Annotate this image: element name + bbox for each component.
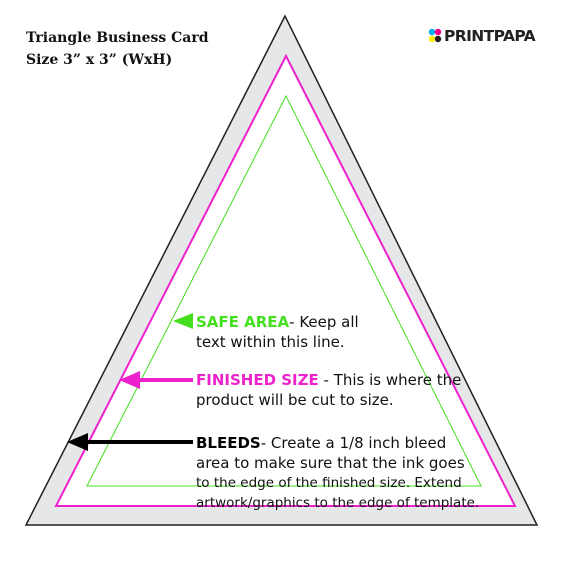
finished-size-arrow-icon [119,371,193,389]
bleeds-text-1: - Create a 1/8 inch bleed [260,434,447,452]
finished-size-triangle [54,53,517,507]
bleeds-text-3: to the edge of the finished size. Extend [196,475,462,491]
safe-area-arrow-icon [173,313,193,329]
bleeds-label: BLEEDS [196,434,261,452]
finished-size-text-1: - This is where the [318,371,462,389]
safe-area-label: SAFE AREA [196,313,290,331]
finished-size-text-2: product will be cut to size. [196,391,394,409]
safe-area-triangle [86,94,482,487]
printpapa-logo: PRINTPAPA [428,26,536,46]
ink-dots-icon [428,28,442,43]
finished-size-label: FINISHED SIZE [196,371,319,389]
bleeds-text-2: area to make sure that the ink goes [196,454,465,472]
title-line-1: Triangle Business Card [26,30,209,46]
bleeds-arrow-icon [67,433,193,451]
bleeds-text-4: artwork/graphics to the edge of template… [196,495,480,511]
bleeds-callout: BLEEDS- Create a 1/8 inch bleed area to … [196,433,479,513]
safe-area-callout: SAFE AREA- Keep all text within this lin… [196,312,359,352]
safe-area-text-2: text within this line. [196,333,345,351]
finished-size-callout: FINISHED SIZE - This is where the produc… [196,370,461,410]
title-line-2: Size 3” x 3” (WxH) [26,52,173,68]
logo-text: PRINTPAPA [444,27,536,45]
safe-area-text-1: - Keep all [289,313,359,331]
page-title: Triangle Business Card Size 3” x 3” (WxH… [26,27,209,71]
